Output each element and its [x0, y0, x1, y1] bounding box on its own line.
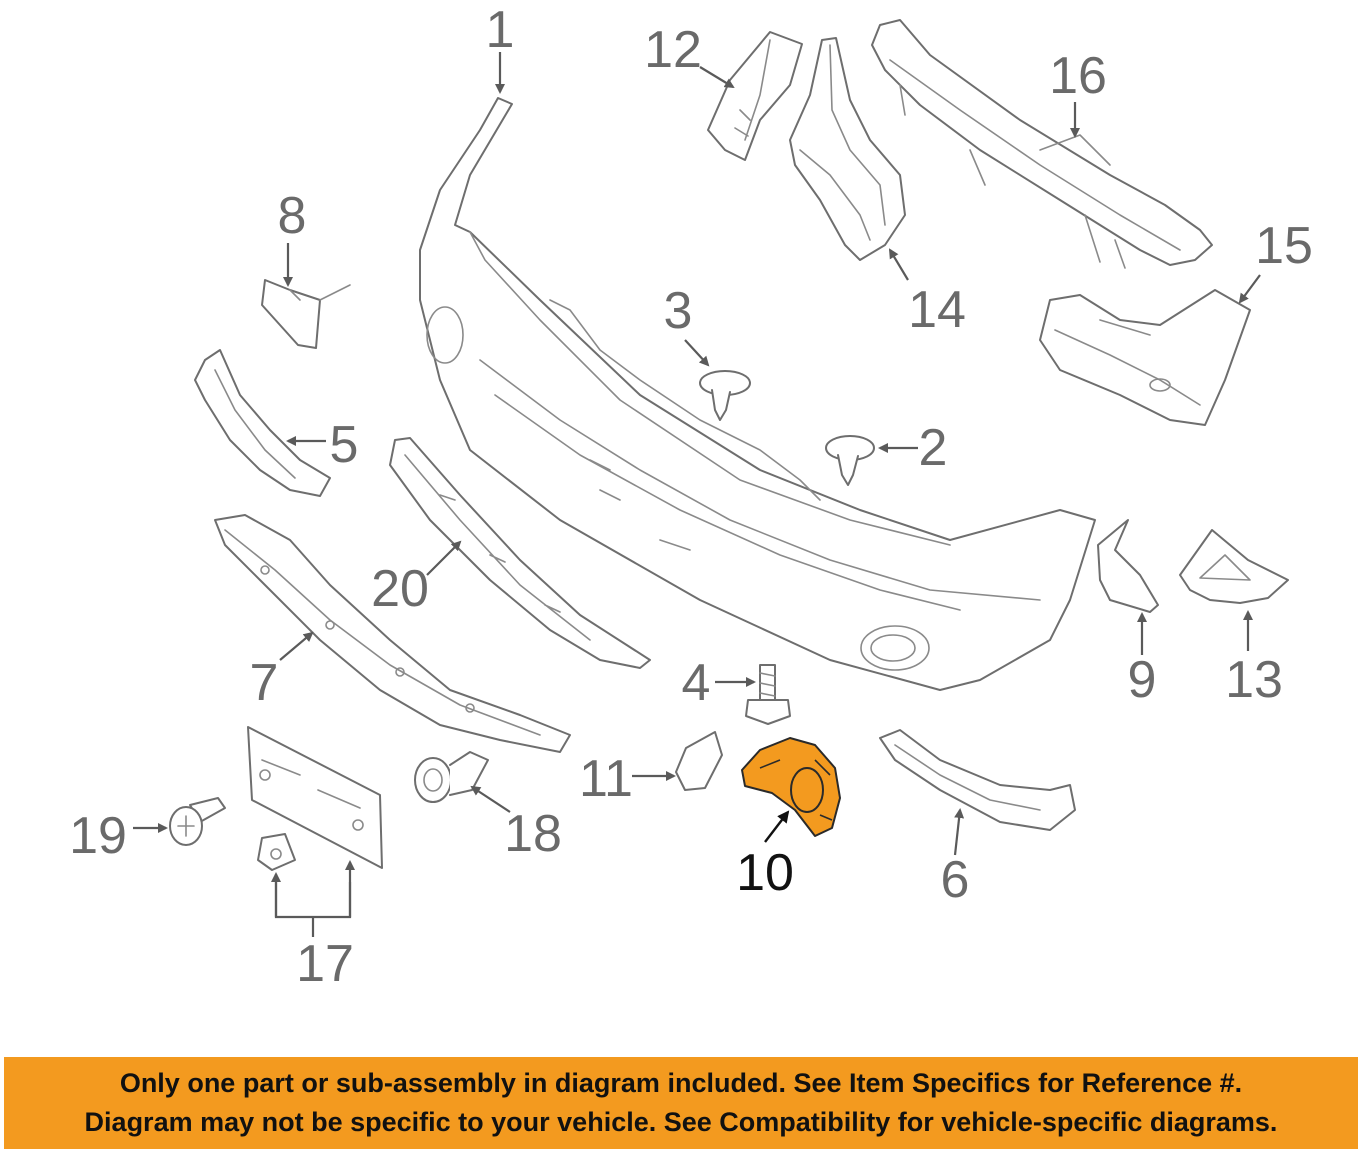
callout-20: 20	[371, 560, 429, 618]
part-15-bracket	[1039, 289, 1251, 426]
callout-9: 9	[1128, 651, 1157, 709]
part-9-bracket	[1097, 519, 1159, 613]
part-14-bracket	[789, 37, 906, 261]
callout-19: 19	[69, 807, 127, 865]
callout-18: 18	[504, 805, 562, 863]
leader-lines	[133, 52, 1261, 937]
parts-diagram: 1 2 3 4 5 6 7 8 9 10 11 12 13 14 15 16 1…	[69, 1, 1313, 993]
callout-2: 2	[919, 419, 948, 477]
part-2-clip	[825, 435, 875, 486]
callout-11: 11	[579, 750, 633, 808]
callout-8: 8	[278, 187, 307, 245]
callout-3: 3	[664, 282, 693, 340]
callout-12: 12	[644, 21, 702, 79]
part-20-grille-trim	[389, 437, 651, 669]
part-5-bracket	[194, 349, 331, 497]
part-12-bracket	[707, 31, 803, 161]
part-1-bumper-cover	[419, 97, 1096, 691]
callout-14: 14	[908, 281, 966, 339]
callout-4: 4	[682, 654, 711, 712]
disclaimer-banner: Only one part or sub-assembly in diagram…	[4, 1057, 1358, 1149]
part-10-fog-lamp-bracket-highlighted	[741, 737, 841, 837]
callout-17: 17	[296, 935, 354, 993]
callout-6: 6	[941, 851, 970, 909]
part-4-bolt	[745, 664, 791, 725]
part-13-bracket	[1179, 529, 1289, 604]
callout-1: 1	[486, 1, 515, 59]
part-3-clip	[699, 370, 751, 421]
callout-15: 15	[1255, 217, 1313, 275]
callout-5: 5	[330, 416, 359, 474]
disclaimer-line-1: Only one part or sub-assembly in diagram…	[119, 1068, 1243, 1098]
part-6-bracket	[879, 729, 1076, 831]
part-17-license-bracket	[247, 726, 383, 871]
part-18-sensor	[414, 751, 489, 803]
part-16-reinforcement	[871, 19, 1213, 269]
part-19-screw	[169, 797, 226, 846]
part-8-bracket	[261, 279, 351, 349]
callout-16: 16	[1049, 47, 1107, 105]
callout-13: 13	[1225, 651, 1283, 709]
callout-10-highlighted: 10	[736, 844, 794, 902]
part-11-bracket	[675, 731, 723, 791]
disclaimer-line-2: Diagram may not be specific to your vehi…	[84, 1107, 1278, 1137]
part-7-absorber	[214, 514, 571, 753]
callout-7: 7	[250, 654, 279, 712]
